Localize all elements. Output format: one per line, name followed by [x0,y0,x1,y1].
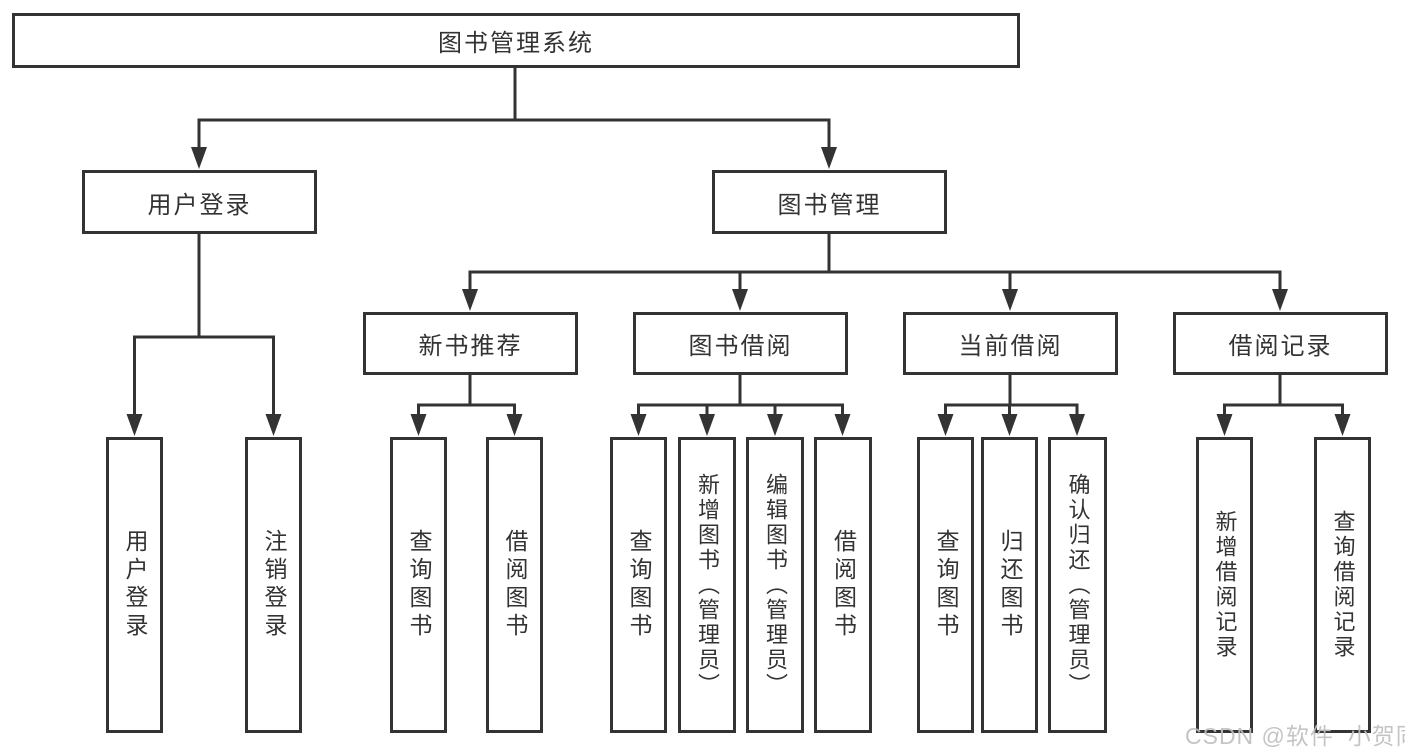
leaf-current-return-label: 归还图书 [997,529,1023,641]
node-root-label: 图书管理系统 [438,30,594,57]
leaf-user-login-label: 用户登录 [122,529,148,641]
leaf-borrow-book-label: 借阅图书 [830,529,857,641]
node-borrow-record-label: 借阅记录 [1228,333,1333,360]
node-new-book-recommend-label: 新书推荐 [418,333,523,360]
leaf-current-query: 查询图书 [917,437,974,733]
leaf-borrow-book: 借阅图书 [814,437,872,733]
leaf-record-add: 新增借阅记录 [1196,437,1253,733]
node-user-login-label: 用户登录 [147,191,252,219]
leaf-current-query-label: 查询图书 [933,529,959,641]
node-new-book-recommend: 新书推荐 [363,312,578,375]
leaf-newbook-borrow: 借阅图书 [486,437,543,733]
leaf-record-add-label: 新增借阅记录 [1212,510,1238,660]
leaf-record-query: 查询借阅记录 [1314,437,1371,733]
node-book-borrow-label: 图书借阅 [688,333,793,360]
arrowheads [126,147,1351,436]
leaf-current-return: 归还图书 [981,437,1038,733]
node-root-system: 图书管理系统 [12,13,1020,68]
node-current-borrow-label: 当前借阅 [958,333,1063,360]
leaf-current-confirm-admin-label: 确认归还（管理员） [1065,472,1091,698]
leaf-newbook-query-label: 查询图书 [406,529,432,641]
leaf-borrow-query-label: 查询图书 [626,529,652,641]
leaf-user-login: 用户登录 [106,437,163,733]
node-borrow-record: 借阅记录 [1173,312,1388,375]
leaf-newbook-borrow-label: 借阅图书 [502,529,528,641]
node-book-borrow: 图书借阅 [633,312,848,375]
node-book-management: 图书管理 [712,170,947,234]
leaf-borrow-edit-admin: 编辑图书（管理员） [746,437,804,733]
node-current-borrow: 当前借阅 [903,312,1118,375]
leaf-record-query-label: 查询借阅记录 [1330,510,1356,660]
node-book-management-label: 图书管理 [777,191,882,219]
leaf-newbook-query: 查询图书 [390,437,447,733]
csdn-watermark: CSDN @软件_小贺同学 [1185,723,1405,747]
leaf-borrow-add-admin-label: 新增图书（管理员） [695,472,720,698]
leaf-logout-label: 注销登录 [261,529,287,641]
leaf-borrow-edit-admin-label: 编辑图书（管理员） [763,472,788,698]
leaf-borrow-query: 查询图书 [610,437,667,733]
leaf-borrow-add-admin: 新增图书（管理员） [678,437,736,733]
node-user-login: 用户登录 [82,170,317,234]
leaf-logout: 注销登录 [245,437,302,733]
leaf-current-confirm-admin: 确认归还（管理员） [1048,437,1107,733]
